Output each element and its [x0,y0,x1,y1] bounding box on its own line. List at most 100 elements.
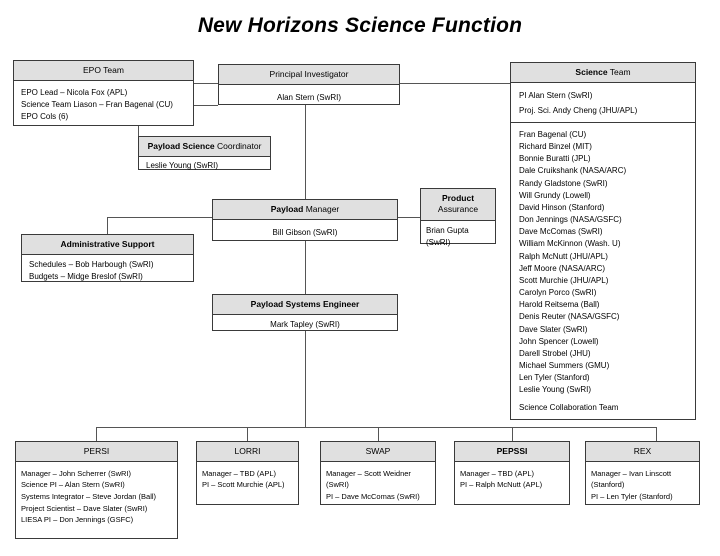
box-payload-manager-header: Payload Manager [213,200,397,220]
list-item: PI – Ralph McNutt (APL) [460,480,543,490]
list-item: Leslie Young (SwRI) [519,385,592,395]
list-item: Project Scientist – Dave Slater (SwRI) [21,503,148,513]
list-item: Richard Binzel (MIT) [519,142,592,152]
box-epo-team-body: EPO Lead – Nicola Fox (APL) Science Team… [14,81,193,130]
connector-drop-swap [378,427,379,441]
box-administrative-support-header: Administrative Support [22,235,193,255]
connector-instrument-bar [96,427,656,428]
list-item: Michael Summers (GMU) [519,360,610,370]
list-item: Randy Gladstone (SwRI) [519,178,608,188]
list-item: Carolyn Porco (SwRI) [519,288,597,298]
list-item: Schedules – Bob Harbough (SwRI) [29,259,154,269]
list-item: (Stanford) [591,480,625,490]
box-pepssi[interactable]: PEPSSI Manager – TBD (APL) PI – Ralph Mc… [454,441,570,505]
list-item: Bonnie Buratti (JPL) [519,154,591,164]
list-item: Manager – Scott Weidner [326,468,411,478]
box-lorri-body: Manager – TBD (APL) PI – Scott Murchie (… [197,462,298,497]
list-item: Darell Strobel (JHU) [519,348,591,358]
science-collaboration-team: Science Collaboration Team [519,403,619,413]
list-item: Brian Gupta [426,225,469,235]
box-lorri[interactable]: LORRI Manager – TBD (APL) PI – Scott Mur… [196,441,299,505]
box-administrative-support[interactable]: Administrative Support Schedules – Bob H… [21,234,194,282]
list-item: Dave McComas (SwRI) [519,227,603,237]
box-payload-systems-engineer-header: Payload Systems Engineer [213,295,397,315]
list-item: Manager – TBD (APL) [202,468,277,478]
list-item: Denis Reuter (NASA/GSFC) [519,312,620,322]
box-principal-investigator-header: Principal Investigator [219,65,399,85]
list-item: Manager – Ivan Linscott [591,468,672,478]
list-item: David Hinson (Stanford) [519,202,605,212]
box-epo-team-header: EPO Team [14,61,193,81]
box-payload-systems-engineer[interactable]: Payload Systems Engineer Mark Tapley (Sw… [212,294,398,331]
product-assurance-header-rest: Assurance [437,204,479,215]
payload-science-header-rest: Coordinator [214,141,262,151]
connector-pi-to-science [400,83,510,84]
list-item: Fran Bagenal (CU) [519,130,587,139]
list-item: PI – Scott Murchie (APL) [202,480,285,490]
box-persi[interactable]: PERSI Manager – John Scherrer (SwRI) Sci… [15,441,178,539]
box-swap[interactable]: SWAP Manager – Scott Weidner (SwRI) PI –… [320,441,436,505]
list-item: Ralph McNutt (JHU/APL) [519,251,608,261]
science-team-header-rest: Team [607,67,631,77]
connector-systems-to-bar [305,331,306,427]
list-item: William McKinnon (Wash. U) [519,239,621,249]
list-item: (SwRI) [326,480,349,490]
box-principal-investigator[interactable]: Principal Investigator Alan Stern (SwRI) [218,64,400,105]
box-pepssi-header: PEPSSI [455,442,569,462]
payload-manager-header-rest: Manager [303,204,340,214]
list-item: Systems Integrator – Steve Jordan (Ball) [21,491,157,501]
list-item: Manager – TBD (APL) [460,468,535,478]
list-item: Don Jennings (NASA/GSFC) [519,215,622,225]
box-persi-header: PERSI [16,442,177,462]
list-item: (SwRI) [426,237,451,247]
box-product-assurance[interactable]: Product Assurance Brian Gupta (SwRI) [420,188,496,247]
connector-payload-manager-to-systems [305,241,306,294]
science-team-header-bold: Science [575,67,608,77]
list-item: PI – Dave McComas (SwRI) [326,491,420,501]
list-item: LIESA PI – Don Jennings (GSFC) [21,515,134,525]
box-principal-investigator-body: Alan Stern (SwRI) [276,92,342,102]
list-item: PI – Len Tyler (Stanford) [591,491,673,501]
list-item: Budgets – Midge Breslof (SwRI) [29,272,143,282]
box-persi-body: Manager – John Scherrer (SwRI) Science P… [16,462,177,532]
list-item: Dave Slater (SwRI) [519,324,588,334]
box-payload-manager[interactable]: Payload Manager Bill Gibson (SwRI) [212,199,398,241]
box-product-assurance-body: Brian Gupta (SwRI) [421,221,495,252]
list-item: PI Alan Stern (SwRI) [519,90,593,100]
list-item: EPO Cols (6) [21,112,69,122]
list-item: Scott Murchie (JHU/APL) [519,275,609,285]
list-item: Science PI – Alan Stern (SwRI) [21,480,125,490]
science-team-divider [511,122,695,123]
connector-drop-pepssi [512,427,513,441]
connector-drop-persi [96,427,97,441]
box-payload-science-coordinator-body: Leslie Young (SwRI) [146,160,219,170]
connector-pi-to-payload-manager [305,105,306,199]
box-payload-systems-engineer-body: Mark Tapley (SwRI) [270,319,340,329]
box-epo-team[interactable]: EPO Team EPO Lead – Nicola Fox (APL) Sci… [13,60,194,126]
box-pepssi-body: Manager – TBD (APL) PI – Ralph McNutt (A… [455,462,569,497]
science-team-members: Fran Bagenal (CU) Richard Binzel (MIT) B… [511,129,695,420]
payload-manager-header-bold: Payload [270,204,304,214]
list-item: Manager – John Scherrer (SwRI) [21,468,132,478]
list-item: John Spencer (Lowell) [519,336,599,346]
box-payload-science-coordinator[interactable]: Payload Science Coordinator Leslie Young… [138,136,271,170]
list-item: Jeff Moore (NASA/ARC) [519,263,606,273]
connector-drop-lorri [247,427,248,441]
box-rex-body: Manager – Ivan Linscott (Stanford) PI – … [586,462,699,509]
connector-drop-rex [656,427,657,441]
box-science-team[interactable]: Science Team PI Alan Stern (SwRI) Proj. … [510,62,696,420]
box-swap-header: SWAP [321,442,435,462]
box-payload-science-coordinator-header: Payload Science Coordinator [139,137,270,157]
box-payload-manager-body: Bill Gibson (SwRI) [272,227,338,237]
list-item: Science Team Liason – Fran Bagenal (CU) [21,100,173,110]
list-item: EPO Lead – Nicola Fox (APL) [21,87,128,97]
connector-pi-to-epo [194,83,218,84]
product-assurance-header-bold: Product [441,193,475,203]
box-rex[interactable]: REX Manager – Ivan Linscott (Stanford) P… [585,441,700,505]
box-lorri-header: LORRI [197,442,298,462]
connector-admin-drop [107,217,108,234]
box-science-team-header: Science Team [511,63,695,83]
list-item: Proj. Sci. Andy Cheng (JHU/APL) [519,105,638,115]
science-team-leads: PI Alan Stern (SwRI) Proj. Sci. Andy Che… [511,83,695,118]
box-product-assurance-header: Product Assurance [421,189,495,221]
